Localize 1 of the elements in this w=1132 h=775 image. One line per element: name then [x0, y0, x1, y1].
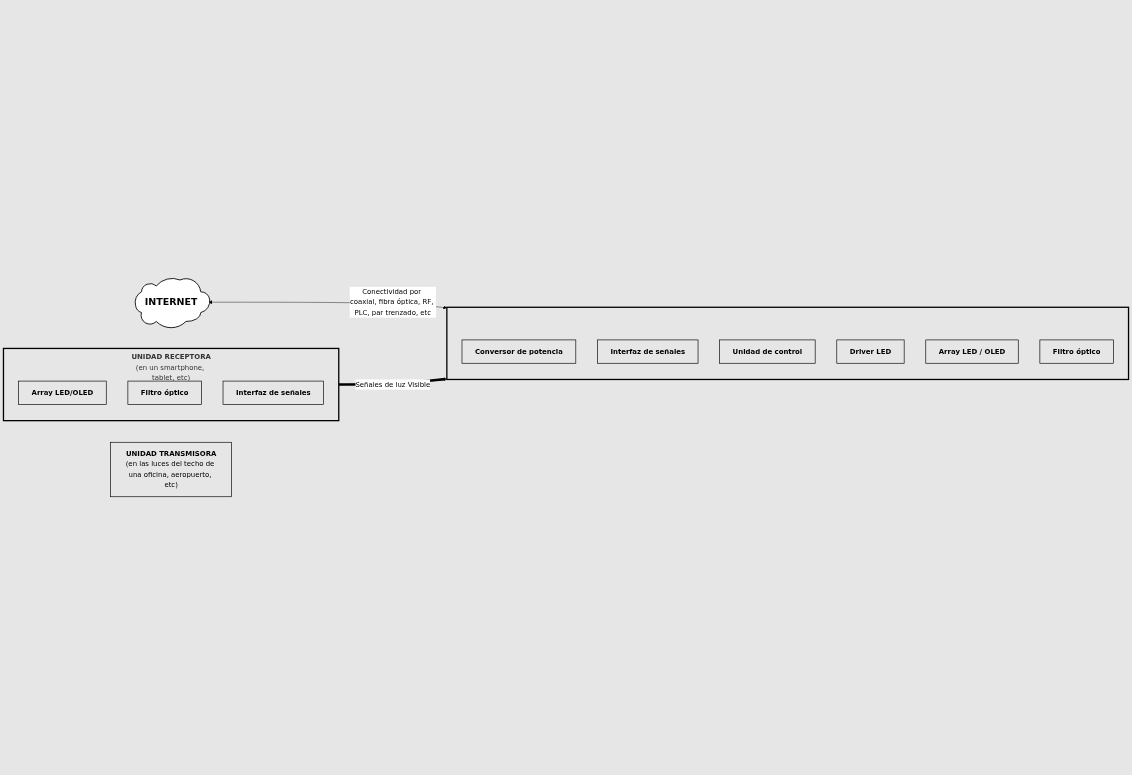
cluster: [446, 306, 1130, 380]
